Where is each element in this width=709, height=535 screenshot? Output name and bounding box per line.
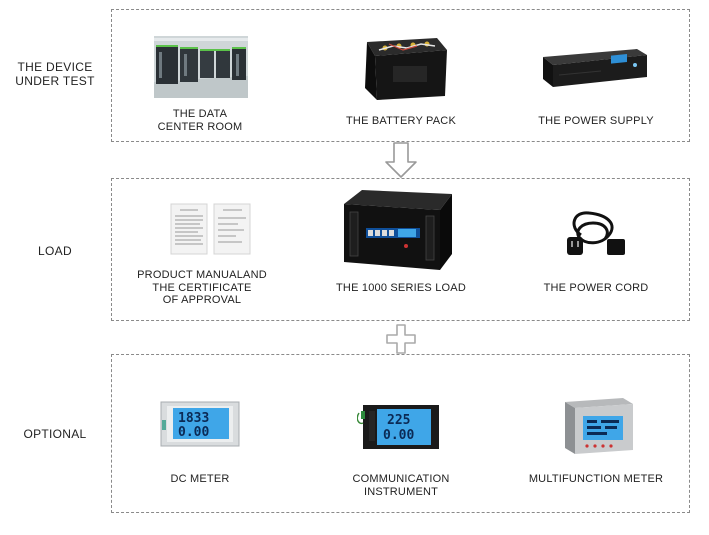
caption-dc-meter: DC METER	[170, 473, 230, 485]
dc-meter-reading-top: 1833	[178, 411, 209, 426]
section-label-load: LOAD	[38, 244, 72, 258]
dc-meter-image: 1833 0.00	[160, 401, 240, 447]
caption-series-load: THE 1000 SERIES LOAD	[336, 282, 466, 294]
power-cord-image	[567, 211, 625, 255]
data-center-room-image	[154, 36, 248, 98]
communication-instrument-image: 225 0.00	[357, 405, 439, 449]
multifunction-meter-image	[565, 398, 633, 454]
caption-communication-instrument: COMMUNICATION INSTRUMENT	[352, 473, 450, 498]
instrument-reading-bottom: 0.00	[383, 428, 414, 443]
series-load-image	[344, 190, 452, 270]
instrument-reading-top: 225	[387, 413, 410, 428]
caption-product-manual: PRODUCT MANUALAND THE CERTIFICATE OF APP…	[137, 269, 267, 306]
section-label-device-under-test: THE DEVICE UNDER TEST	[15, 60, 95, 88]
caption-data-center-room: THE DATA CENTER ROOM	[157, 108, 243, 133]
caption-battery-pack: THE BATTERY PACK	[346, 115, 456, 127]
power-supply-image	[543, 49, 647, 87]
plus-icon	[386, 324, 416, 354]
group-optional	[111, 354, 690, 513]
group-device-under-test	[111, 9, 690, 142]
group-load	[111, 178, 690, 321]
section-label-optional: OPTIONAL	[23, 427, 87, 441]
down-arrow-icon	[385, 142, 417, 178]
dc-meter-reading-bottom: 0.00	[178, 425, 209, 440]
battery-pack-image	[365, 38, 447, 100]
caption-multifunction-meter: MULTIFUNCTION METER	[528, 473, 664, 485]
caption-power-supply: THE POWER SUPPLY	[538, 115, 654, 127]
product-manual-image	[170, 203, 251, 255]
caption-power-cord: THE POWER CORD	[543, 282, 649, 294]
